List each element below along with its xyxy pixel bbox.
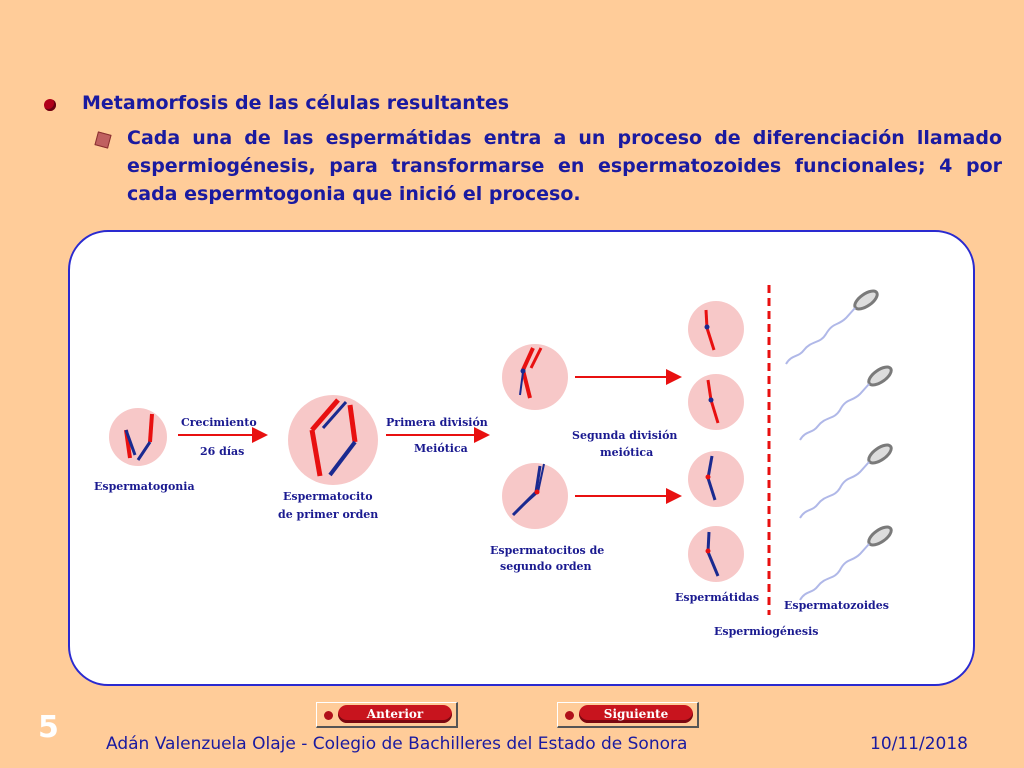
spermatozoon-1 [785, 289, 879, 365]
spermatid-cell-1 [688, 301, 744, 357]
anterior-button-frame [316, 702, 458, 728]
label-segunda-meiotica: meiótica [600, 446, 653, 459]
secondary-spermatocyte-cell-bottom [502, 463, 568, 529]
anterior-button[interactable]: Anterior [316, 702, 458, 728]
espermatogonia-cell [109, 408, 167, 466]
siguiente-button[interactable]: Siguiente [557, 702, 699, 728]
paragraph: Cada una de las espermátidas entra a un … [127, 127, 1002, 205]
footer-text: Adán Valenzuela Olaje - Colegio de Bachi… [106, 734, 688, 754]
anterior-button-label: Anterior [338, 705, 452, 723]
label-espermatocito-1: Espermatocito [283, 490, 373, 503]
spermatid-cell-2 [688, 374, 744, 430]
spermatozoon-3 [799, 443, 893, 519]
label-segunda-division: Segunda división [572, 429, 677, 442]
siguiente-button-label: Siguiente [579, 705, 693, 723]
label-crecimiento: Crecimiento [181, 416, 257, 429]
diagram-panel [68, 230, 975, 686]
label-espermiogenesis: Espermiogénesis [714, 625, 818, 638]
secondary-spermatocyte-cell-top [502, 344, 568, 410]
spermatid-cell-3 [688, 451, 744, 507]
label-espermatocitos-2: segundo orden [500, 560, 592, 573]
footer-date: 10/11/2018 [870, 734, 968, 754]
label-espermatocito-2: de primer orden [278, 508, 378, 521]
next-dot-icon [565, 711, 574, 720]
spermatogenesis-diagram: Espermatogonia Crecimiento 26 días Esper… [94, 285, 893, 638]
primary-spermatocyte-cell [288, 395, 378, 485]
label-espermatogonia: Espermatogonia [94, 480, 195, 493]
label-espermatidas: Espermátidas [675, 591, 759, 604]
spermatid-cell-4 [688, 526, 744, 582]
label-espermatocitos-1: Espermatocitos de [490, 544, 604, 557]
label-espermatozoides: Espermatozoides [784, 599, 889, 612]
label-meiotica: Meiótica [414, 442, 468, 455]
spermatozoon-2 [799, 365, 893, 441]
bullet-icon [44, 99, 56, 111]
prev-dot-icon [324, 711, 333, 720]
label-primera-division: Primera división [386, 416, 488, 429]
label-dias: 26 días [200, 445, 244, 458]
heading: Metamorfosis de las células resultantes [82, 92, 510, 114]
page-number: 5 [38, 710, 59, 745]
sub-bullet-icon [94, 131, 112, 149]
spermatozoon-4 [799, 525, 893, 601]
siguiente-button-frame [557, 702, 699, 728]
